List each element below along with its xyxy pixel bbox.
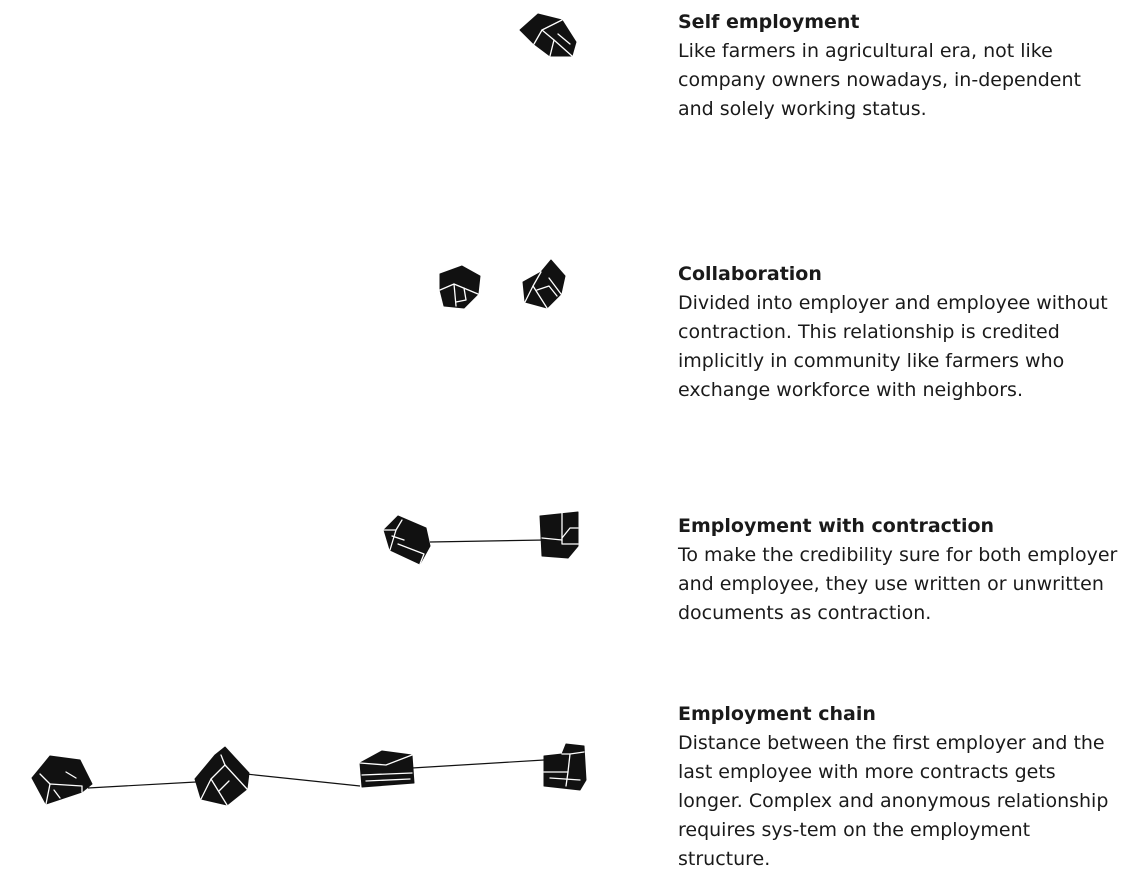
collaboration-employee-block bbox=[522, 259, 566, 309]
chain-links bbox=[87, 759, 545, 789]
row-description: Like farmers in agricultural era, not li… bbox=[678, 40, 1081, 120]
row-description: Divided into employer and employee witho… bbox=[678, 292, 1108, 401]
row-title: Employment with contraction bbox=[678, 515, 995, 537]
contraction-employer-block bbox=[383, 515, 431, 565]
contraction-link bbox=[429, 539, 546, 543]
collaboration-employer-block bbox=[439, 265, 481, 309]
contraction-employee-block bbox=[539, 511, 579, 559]
row-title: Collaboration bbox=[678, 263, 822, 285]
chain-block-3 bbox=[359, 750, 415, 788]
row-title: Self employment bbox=[678, 11, 860, 33]
self-employment-block bbox=[519, 13, 577, 57]
row-collaboration: Collaboration Divided into employer and … bbox=[678, 260, 1118, 405]
chain-block-2 bbox=[194, 746, 250, 806]
row-employment-with-contraction: Employment with contraction To make the … bbox=[678, 512, 1118, 628]
row-self-employment: Self employment Like farmers in agricult… bbox=[678, 8, 1118, 124]
row-description: To make the credibility sure for both em… bbox=[678, 544, 1118, 624]
row-employment-chain: Employment chain Distance between the fi… bbox=[678, 700, 1118, 874]
chain-employer-block bbox=[31, 755, 93, 805]
row-title: Employment chain bbox=[678, 703, 876, 725]
chain-employee-block bbox=[543, 743, 587, 791]
row-description: Distance between the first employer and … bbox=[678, 732, 1109, 870]
